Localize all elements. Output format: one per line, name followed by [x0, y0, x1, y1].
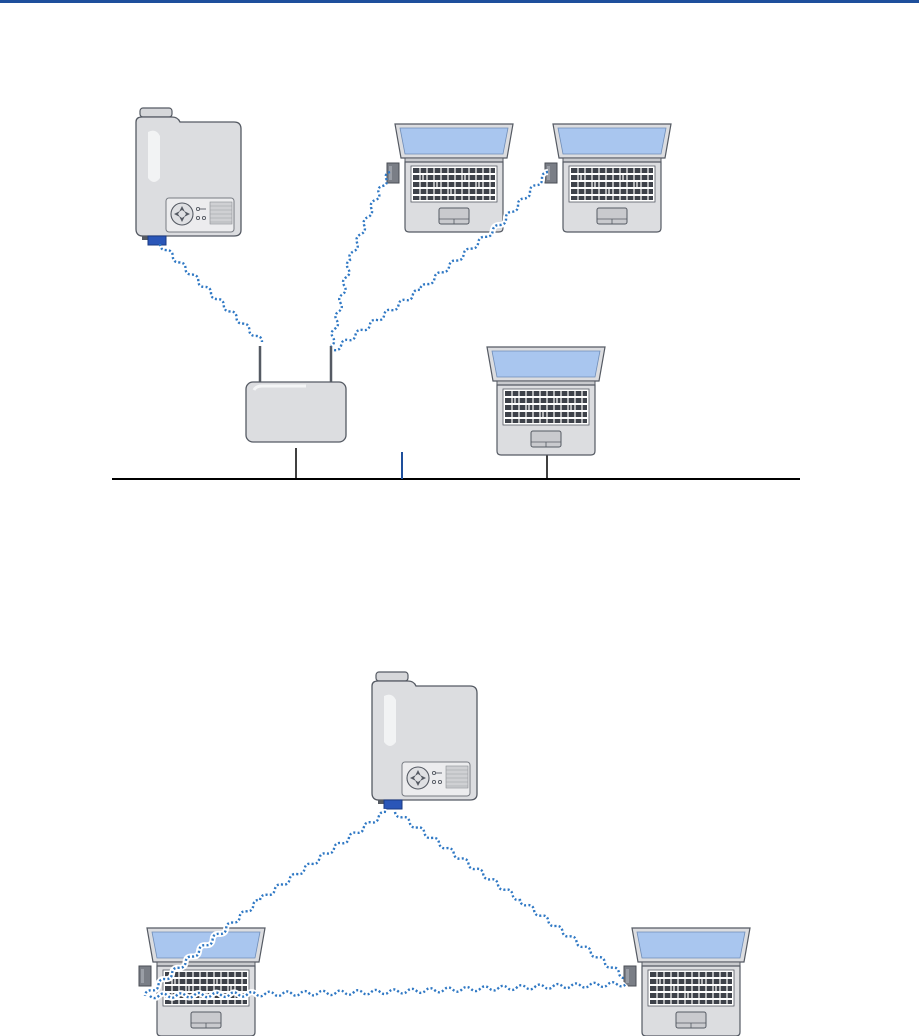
- laptop-icon: [553, 124, 671, 232]
- laptop-icon: [395, 124, 513, 232]
- wireless-link: [395, 812, 626, 978]
- infrastructure-mode-diagram: [112, 108, 800, 479]
- wireless-adapter-icon: [624, 966, 636, 986]
- wireless-link: [160, 244, 262, 342]
- projector-icon: [136, 108, 241, 245]
- laptop-icon: [487, 347, 605, 455]
- wireless-access-point-icon: [246, 346, 346, 442]
- ad-hoc-mode-diagram: [139, 672, 750, 1036]
- laptop-icon: [632, 928, 750, 1036]
- projector-icon: [372, 672, 477, 809]
- wireless-adapter-icon: [139, 966, 151, 986]
